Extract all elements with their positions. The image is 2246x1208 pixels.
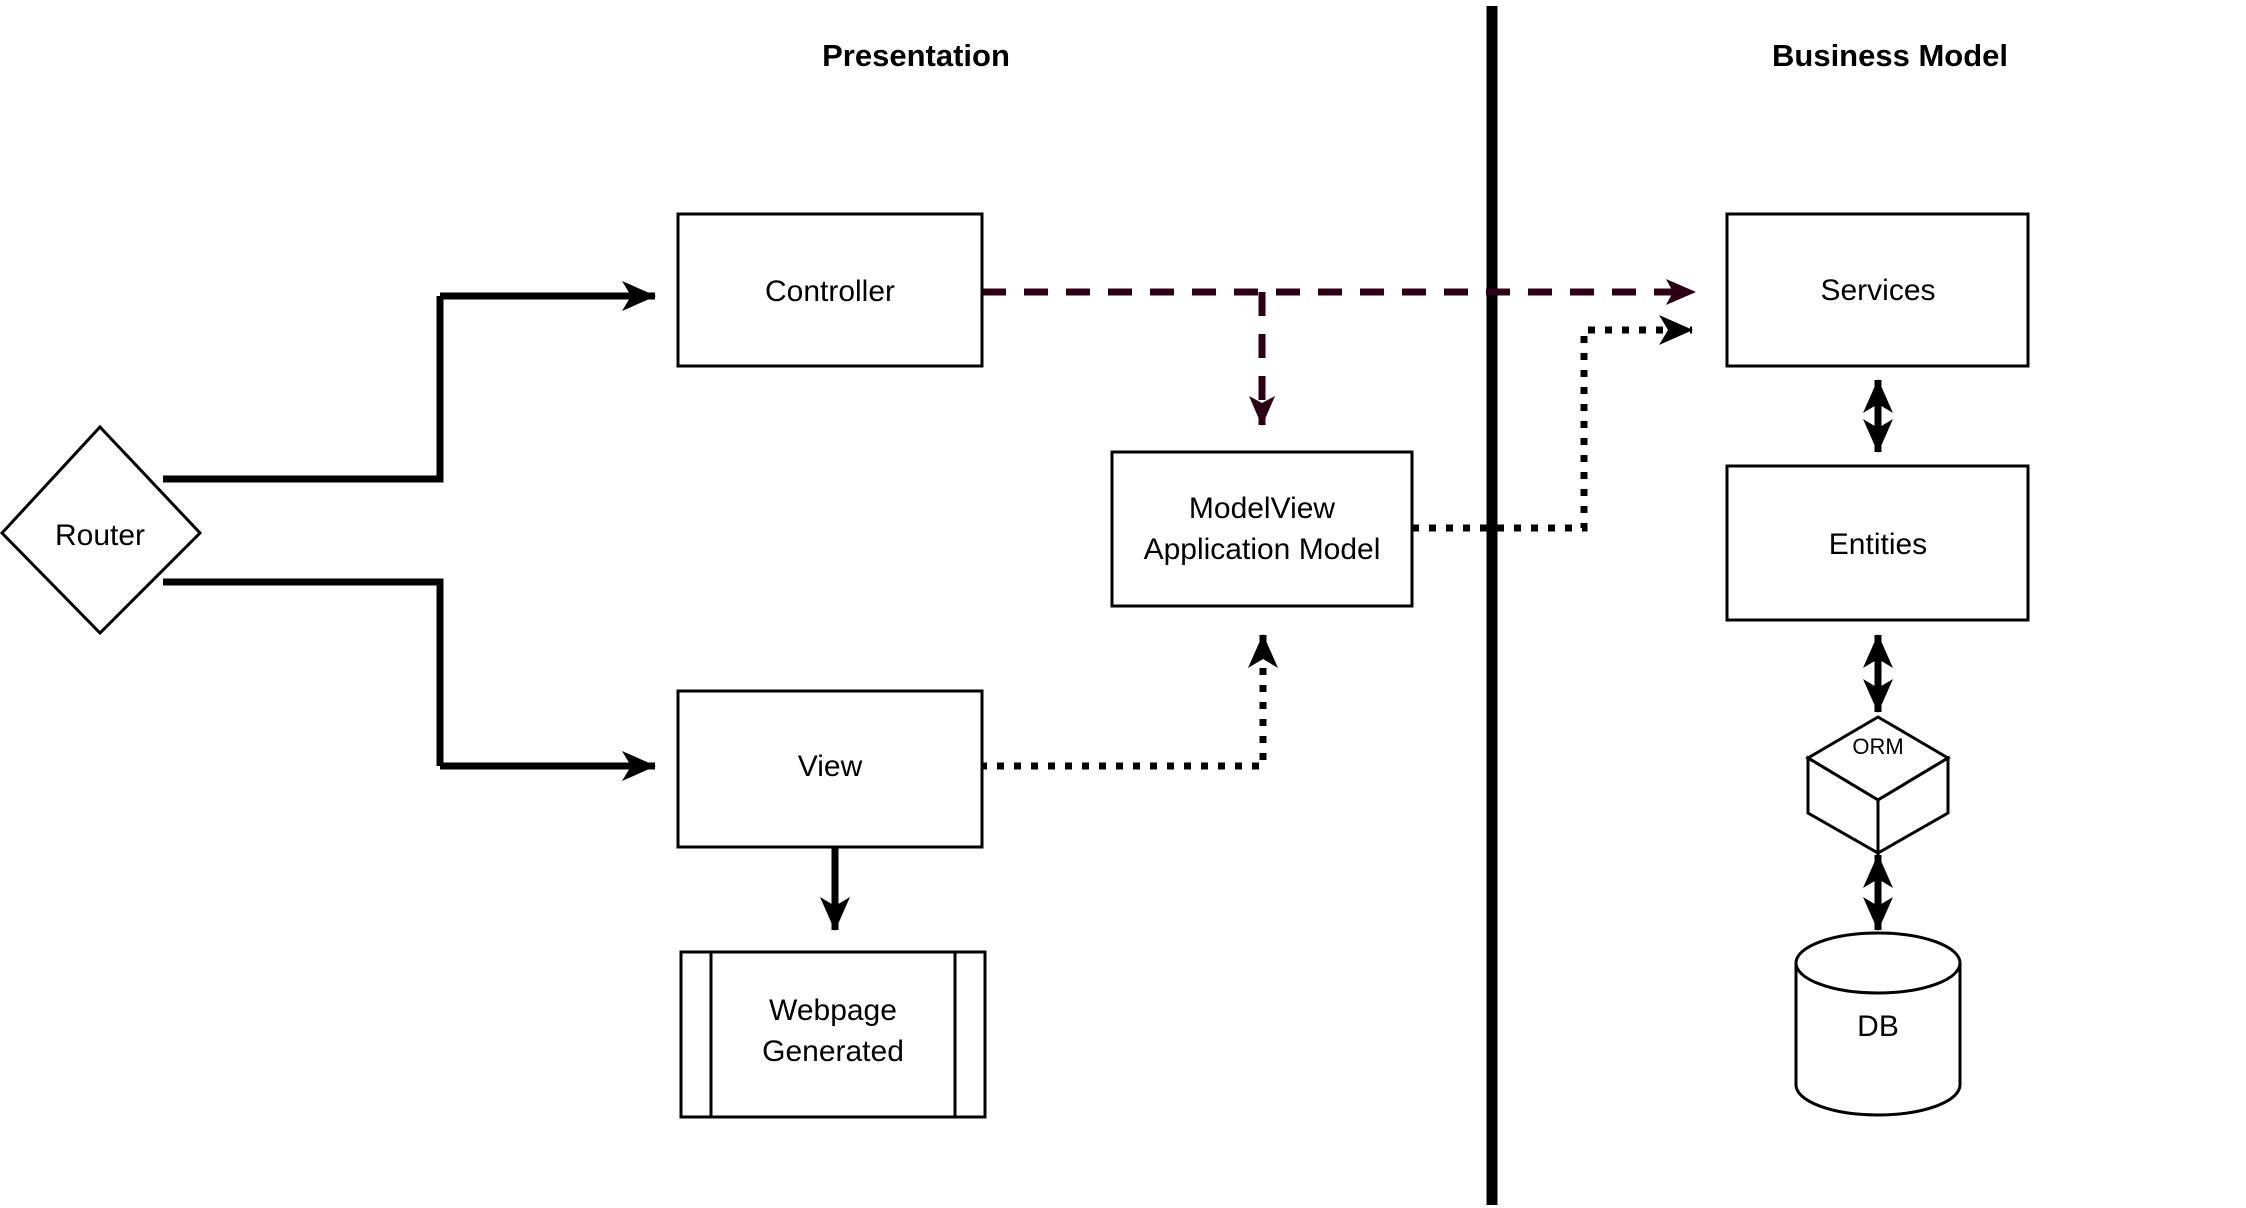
router-label: Router — [55, 519, 145, 552]
node-webpage-generated[interactable]: Webpage Generated — [679, 950, 987, 1119]
view-label: View — [798, 750, 863, 783]
business-model-section-title: Business Model — [1772, 38, 2008, 73]
services-label: Services — [1820, 274, 1935, 307]
controller-box-shape — [676, 212, 984, 368]
edge-router-to-view-segment — [163, 578, 444, 766]
node-router[interactable]: Router — [0, 424, 203, 636]
edge-modelview-to-services — [1412, 315, 1693, 532]
webpage-box-shape — [679, 950, 987, 1119]
node-db[interactable]: DB — [1794, 931, 1962, 1117]
db-label: DB — [1857, 1010, 1899, 1043]
router-diamond-shape — [0, 424, 203, 636]
db-cylinder-body — [1794, 961, 1962, 1117]
modelview-label-line2: Application Model — [1144, 533, 1381, 566]
view-box-shape — [676, 689, 984, 849]
edge-router-to-controller-segment — [163, 296, 444, 483]
node-controller[interactable]: Controller — [676, 212, 984, 368]
modelview-box-shape — [1110, 450, 1414, 608]
webpage-label-line1: Webpage — [769, 994, 897, 1027]
orm-cube-right-face — [1876, 755, 1950, 856]
orm-label: ORM — [1852, 734, 1903, 759]
node-view[interactable]: View — [676, 689, 984, 849]
controller-label: Controller — [765, 275, 895, 308]
presentation-section-title: Presentation — [822, 38, 1010, 73]
entities-box-shape — [1725, 464, 2030, 622]
webpage-label-line2: Generated — [762, 1035, 904, 1068]
node-entities[interactable]: Entities — [1725, 464, 2030, 622]
entities-label: Entities — [1829, 528, 1927, 561]
modelview-label-line1: ModelView — [1189, 492, 1336, 525]
node-modelview-application-model[interactable]: ModelView Application Model — [1110, 450, 1414, 608]
db-cylinder-top — [1794, 931, 1962, 995]
services-box-shape — [1725, 212, 2030, 368]
node-orm[interactable]: ORM — [1805, 715, 1951, 856]
node-services[interactable]: Services — [1725, 212, 2030, 368]
